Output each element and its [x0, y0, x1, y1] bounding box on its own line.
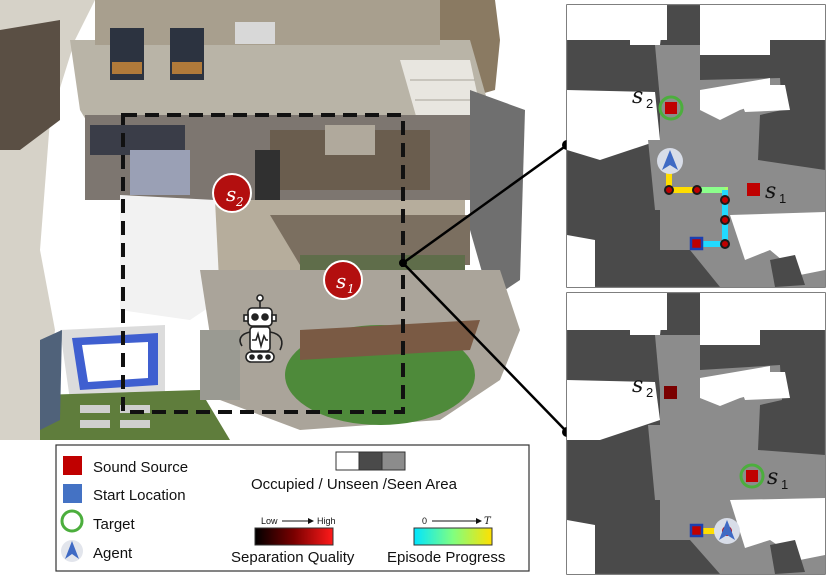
- sound-source-s2-marker: [665, 102, 677, 114]
- legend-separation-gradient: [254, 527, 334, 546]
- target-marker-bottom: [739, 463, 765, 489]
- robot-agent-icon: [239, 294, 283, 363]
- bottom-s2-label-symbol: s: [632, 373, 643, 398]
- scene-source-2-badge: s 2: [212, 173, 252, 213]
- legend-target-icon: [60, 509, 84, 533]
- agent-marker-bottom: [714, 518, 740, 544]
- legend-box: Sound Source Start Location Target Agent…: [55, 444, 530, 572]
- legend-sound-source-swatch: [63, 456, 82, 475]
- top-s1-label-index: 1: [779, 191, 786, 206]
- legend-agent-label: Agent: [93, 545, 133, 562]
- legend-progress-start: 0: [422, 516, 427, 526]
- start-location-marker: [689, 236, 704, 251]
- connector-line-bottom: [402, 262, 568, 433]
- bottom-s1-label-index: 1: [781, 477, 788, 492]
- legend-progress-end: T: [484, 516, 492, 527]
- legend-progress-gradient: [413, 527, 493, 546]
- legend-start-location-swatch: [63, 484, 82, 503]
- sound-source-s2-marker-bottom: [664, 386, 677, 399]
- target-marker: [658, 95, 684, 121]
- legend-separation-high: High: [317, 516, 336, 526]
- legend-sound-source-label: Sound Source: [93, 459, 188, 476]
- scene-source-1-symbol: s: [336, 269, 346, 293]
- legend-progress-label: Episode Progress: [387, 549, 505, 566]
- scene-source-1-index: 1: [347, 282, 355, 296]
- legend-start-location-label: Start Location: [93, 487, 186, 504]
- legend-area-swatches: [335, 451, 406, 471]
- map-panel-top: s 2 s 1: [566, 4, 826, 288]
- bottom-s1-label-symbol: s: [767, 465, 778, 490]
- legend-target-label: Target: [93, 516, 136, 533]
- connector-line-top: [402, 143, 568, 265]
- house-scene: [0, 0, 525, 440]
- start-location-marker-bottom: [689, 523, 704, 538]
- top-s2-label-symbol: s: [632, 84, 643, 109]
- legend-separation-low: Low: [261, 516, 278, 526]
- sound-source-s1-marker-bottom: [746, 470, 758, 482]
- bottom-s2-label-index: 2: [646, 385, 653, 400]
- scene-source-2-symbol: s: [226, 182, 236, 206]
- agent-marker: [657, 148, 683, 174]
- top-s1-label-symbol: s: [765, 179, 776, 204]
- map-panel-bottom: s 2 s 1: [566, 292, 826, 575]
- scene-source-1-badge: s 1: [323, 260, 363, 300]
- legend-area-label: Occupied / Unseen /Seen Area: [251, 476, 458, 493]
- legend-separation-label: Separation Quality: [231, 549, 355, 566]
- legend-agent-icon: [61, 540, 83, 562]
- top-s2-label-index: 2: [646, 96, 653, 111]
- scene-source-2-index: 2: [235, 195, 244, 209]
- sound-source-s1-marker: [747, 183, 760, 196]
